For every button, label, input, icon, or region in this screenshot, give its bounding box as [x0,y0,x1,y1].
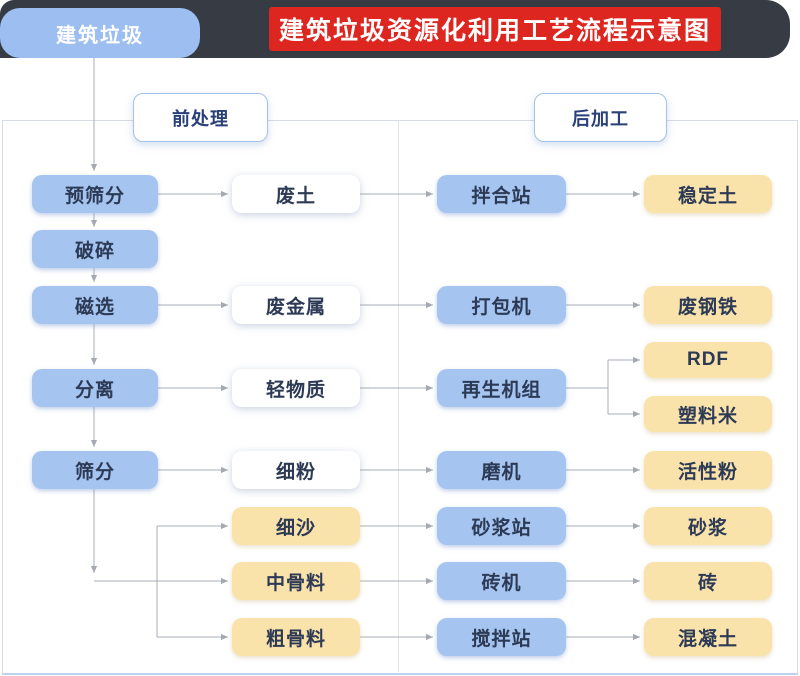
page-title: 建筑垃圾资源化利用工艺流程示意图 [268,7,721,51]
node-crushing: 破碎 [32,230,158,268]
node-mortar-station: 砂浆站 [437,507,566,545]
node-separation: 分离 [32,369,158,407]
node-mill: 磨机 [437,451,566,489]
node-mortar: 砂浆 [644,507,772,545]
node-fine-sand: 细沙 [232,507,360,545]
node-waste-soil: 废土 [232,175,360,213]
node-regeneration-unit: 再生机组 [437,369,566,407]
node-brick: 砖 [644,562,772,600]
node-rdf: RDF [644,342,772,378]
node-scrap-metal: 废金属 [232,286,360,324]
node-screening: 筛分 [32,451,158,489]
node-scrap-steel: 废钢铁 [644,286,772,324]
node-light-material: 轻物质 [232,369,360,407]
source-badge: 建筑垃圾 [0,8,200,58]
node-concrete: 混凝土 [644,618,772,656]
node-stabilized-soil: 稳定土 [644,175,772,213]
node-fine-powder: 细粉 [232,451,360,489]
node-active-powder: 活性粉 [644,451,772,489]
section-label-pretreatment: 前处理 [133,93,268,142]
node-pre-screening: 预筛分 [32,175,158,213]
node-brick-machine: 砖机 [437,562,566,600]
node-baler: 打包机 [437,286,566,324]
node-magnetic-separation: 磁选 [32,286,158,324]
panel-divider [398,120,399,672]
node-coarse-aggregate: 粗骨料 [232,618,360,656]
node-mixing-station: 拌合站 [437,175,566,213]
section-label-postprocessing: 后加工 [534,93,667,142]
title-wrap: 建筑垃圾资源化利用工艺流程示意图 [200,7,790,51]
node-plastic-pellets: 塑料米 [644,396,772,432]
node-medium-aggregate: 中骨料 [232,562,360,600]
node-concrete-mixing-station: 搅拌站 [437,618,566,656]
